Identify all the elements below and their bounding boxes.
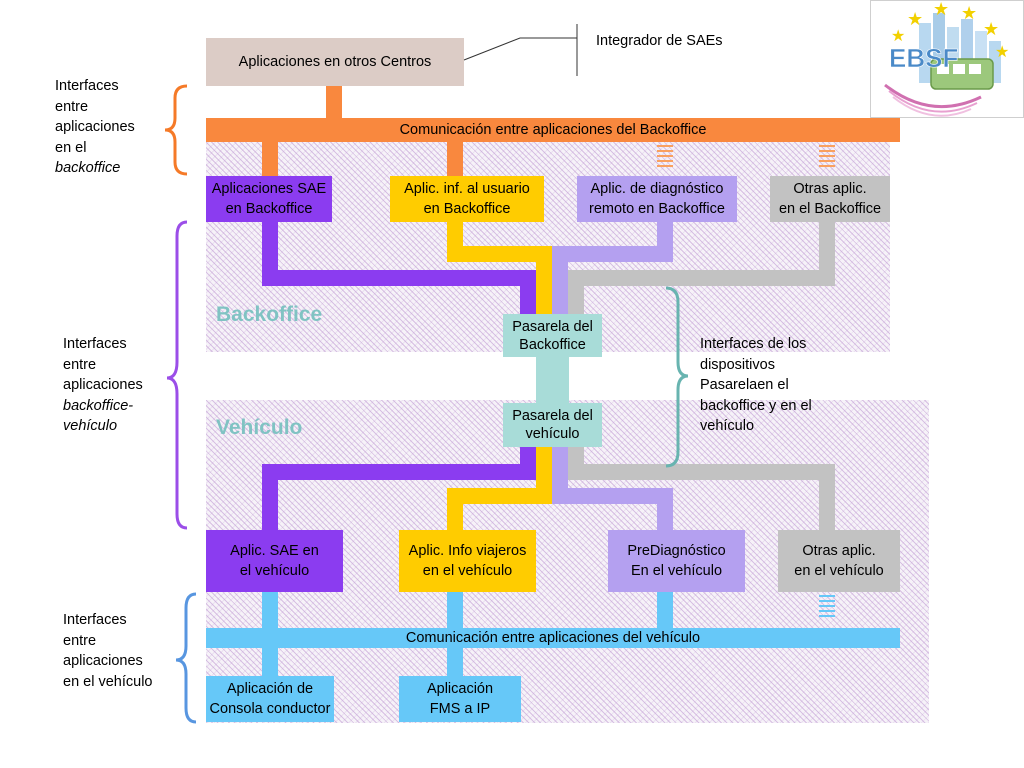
diag-veh-bus-connector [657,592,673,628]
diag-bo-path [552,246,673,262]
other-veh-dashed-connector [819,595,835,617]
info-veh-path [447,488,463,530]
sae-backoffice-box: Aplicaciones SAE en Backoffice [206,176,332,222]
backoffice-gateway-box: Pasarela del Backoffice [503,314,602,357]
sae-vehicle-box: Aplic. SAE en el vehículo [206,530,343,592]
other-bo-dashed-connector [819,145,835,167]
vehicle-interfaces-label: Interfaces entre aplicaciones en el vehí… [63,612,153,690]
diag-bo-path [552,246,568,314]
backoffice-section-label: Backoffice [216,303,323,326]
sae-veh-path [262,464,536,480]
sae-bo-path [520,270,536,314]
bo-vehicle-brace [166,220,188,530]
other-veh-path [819,464,835,530]
logo-text: EBSF [889,43,958,73]
info-veh-bus-connector [447,592,463,628]
other-veh-path [568,464,835,480]
gateway-brace [665,286,689,468]
sae-veh-bus-connector [262,592,278,628]
info-vehicle-box: Aplic. Info viajeros en el vehículo [399,530,536,592]
other-vehicle-box: Otras aplic. en el vehículo [778,530,900,592]
console-app-box: Aplicación de Consola conductor [206,676,334,722]
backoffice-interfaces-label: Interfaces entre aplicaciones en el back… [55,78,135,176]
integrator-label: Integrador de SAEs [596,33,723,49]
sae-bo-connector [262,142,278,176]
other-bo-path [568,270,584,314]
diag-veh-path [552,488,673,504]
svg-text:★: ★ [907,9,923,30]
diag-bo-dashed-connector [657,145,673,167]
sae-veh-path [262,464,278,530]
backoffice-brace [164,84,188,176]
svg-text:★: ★ [961,3,977,24]
svg-text:★: ★ [933,1,949,20]
sae-bo-path [262,270,536,286]
svg-text:★: ★ [983,19,999,40]
info-bo-path [536,246,552,314]
ebsf-logo: EBSF ★ ★ ★ ★ ★ ★ [870,0,1024,118]
info-bo-connector [447,142,463,176]
console-bus-connector [262,648,278,676]
fms-app-box: Aplicación FMS a IP [399,676,521,722]
info-bo-path [447,246,552,262]
other-centers-box: Aplicaciones en otros Centros [206,38,464,86]
backoffice-bus: Comunicación entre aplicaciones del Back… [206,118,900,142]
other-centers-connector [326,86,342,118]
svg-text:★: ★ [891,26,905,45]
vehicle-bus: Comunicación entre aplicaciones del vehí… [206,628,900,648]
bo-vehicle-interfaces-label: Interfaces entre aplicaciones backoffice… [63,336,143,434]
diag-backoffice-box: Aplic. de diagnóstico remoto en Backoffi… [577,176,737,222]
svg-text:★: ★ [995,42,1009,61]
vehicle-section-label: Vehículo [216,416,303,439]
diag-veh-path [657,488,673,530]
gateway-link [536,357,569,403]
fms-bus-connector [447,648,463,676]
info-veh-path [447,488,552,504]
other-backoffice-box: Otras aplic. en el Backoffice [770,176,890,222]
other-bo-path [568,270,835,286]
vehicle-brace [175,592,197,724]
vehicle-gateway-box: Pasarela del vehículo [503,403,602,447]
info-backoffice-box: Aplic. inf. al usuario en Backoffice [390,176,544,222]
gateway-interfaces-label: Interfaces de los dispositivos Pasarelae… [700,336,812,434]
diag-vehicle-box: PreDiagnóstico En el vehículo [608,530,745,592]
